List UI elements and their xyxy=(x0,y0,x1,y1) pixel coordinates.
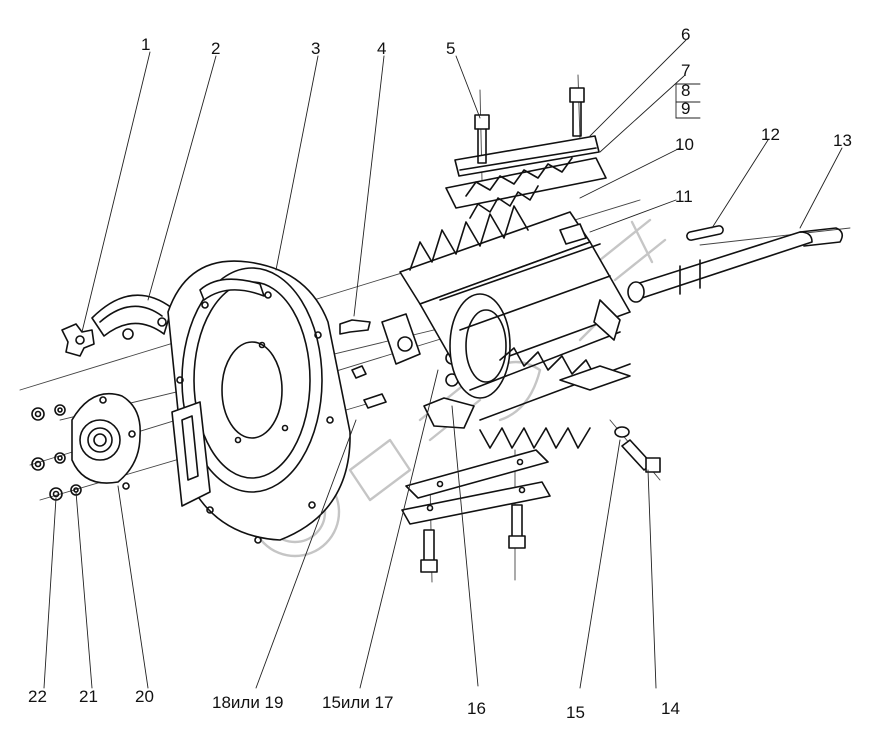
callout-5: 5 xyxy=(446,39,456,58)
callout-13: 13 xyxy=(833,131,852,150)
bearing-flange-part xyxy=(71,392,141,490)
bracket-plates xyxy=(381,313,475,429)
callout-16: 16 xyxy=(467,699,486,718)
wing-nut-part xyxy=(61,323,95,357)
callout-9: 9 xyxy=(681,99,691,118)
shaft-part xyxy=(627,225,844,303)
small-bolts xyxy=(339,319,387,409)
top-bolts xyxy=(474,87,585,164)
bottom-bolts xyxy=(420,504,526,573)
callout-21: 21 xyxy=(79,687,98,706)
leader-lines xyxy=(43,39,843,689)
callout-22: 22 xyxy=(28,687,47,706)
rotor-drum-part xyxy=(399,205,631,449)
knife-bars-top xyxy=(445,135,607,219)
callout-3: 3 xyxy=(311,39,321,58)
callout-10: 10 xyxy=(675,135,694,154)
callout-4: 4 xyxy=(377,39,387,58)
side-bolt xyxy=(614,426,661,473)
knife-bars-bottom xyxy=(401,449,551,525)
callout-15: 15 xyxy=(566,703,585,722)
callout-15-or-17: 15или 17 xyxy=(322,693,394,712)
callout-14: 14 xyxy=(661,699,680,718)
callout-7: 7 xyxy=(681,61,691,80)
callout-18-or-19: 18или 19 xyxy=(212,693,284,712)
callout-11: 11 xyxy=(675,187,693,206)
callout-2: 2 xyxy=(211,39,221,58)
callout-12: 12 xyxy=(761,125,780,144)
clamp-plate-part xyxy=(91,294,173,340)
housing-disc-part xyxy=(167,260,351,544)
callout-8: 8 xyxy=(681,81,691,100)
callout-6: 6 xyxy=(681,25,691,44)
callout-bracket xyxy=(675,83,701,119)
callout-20: 20 xyxy=(135,687,154,706)
callout-1: 1 xyxy=(141,35,151,54)
